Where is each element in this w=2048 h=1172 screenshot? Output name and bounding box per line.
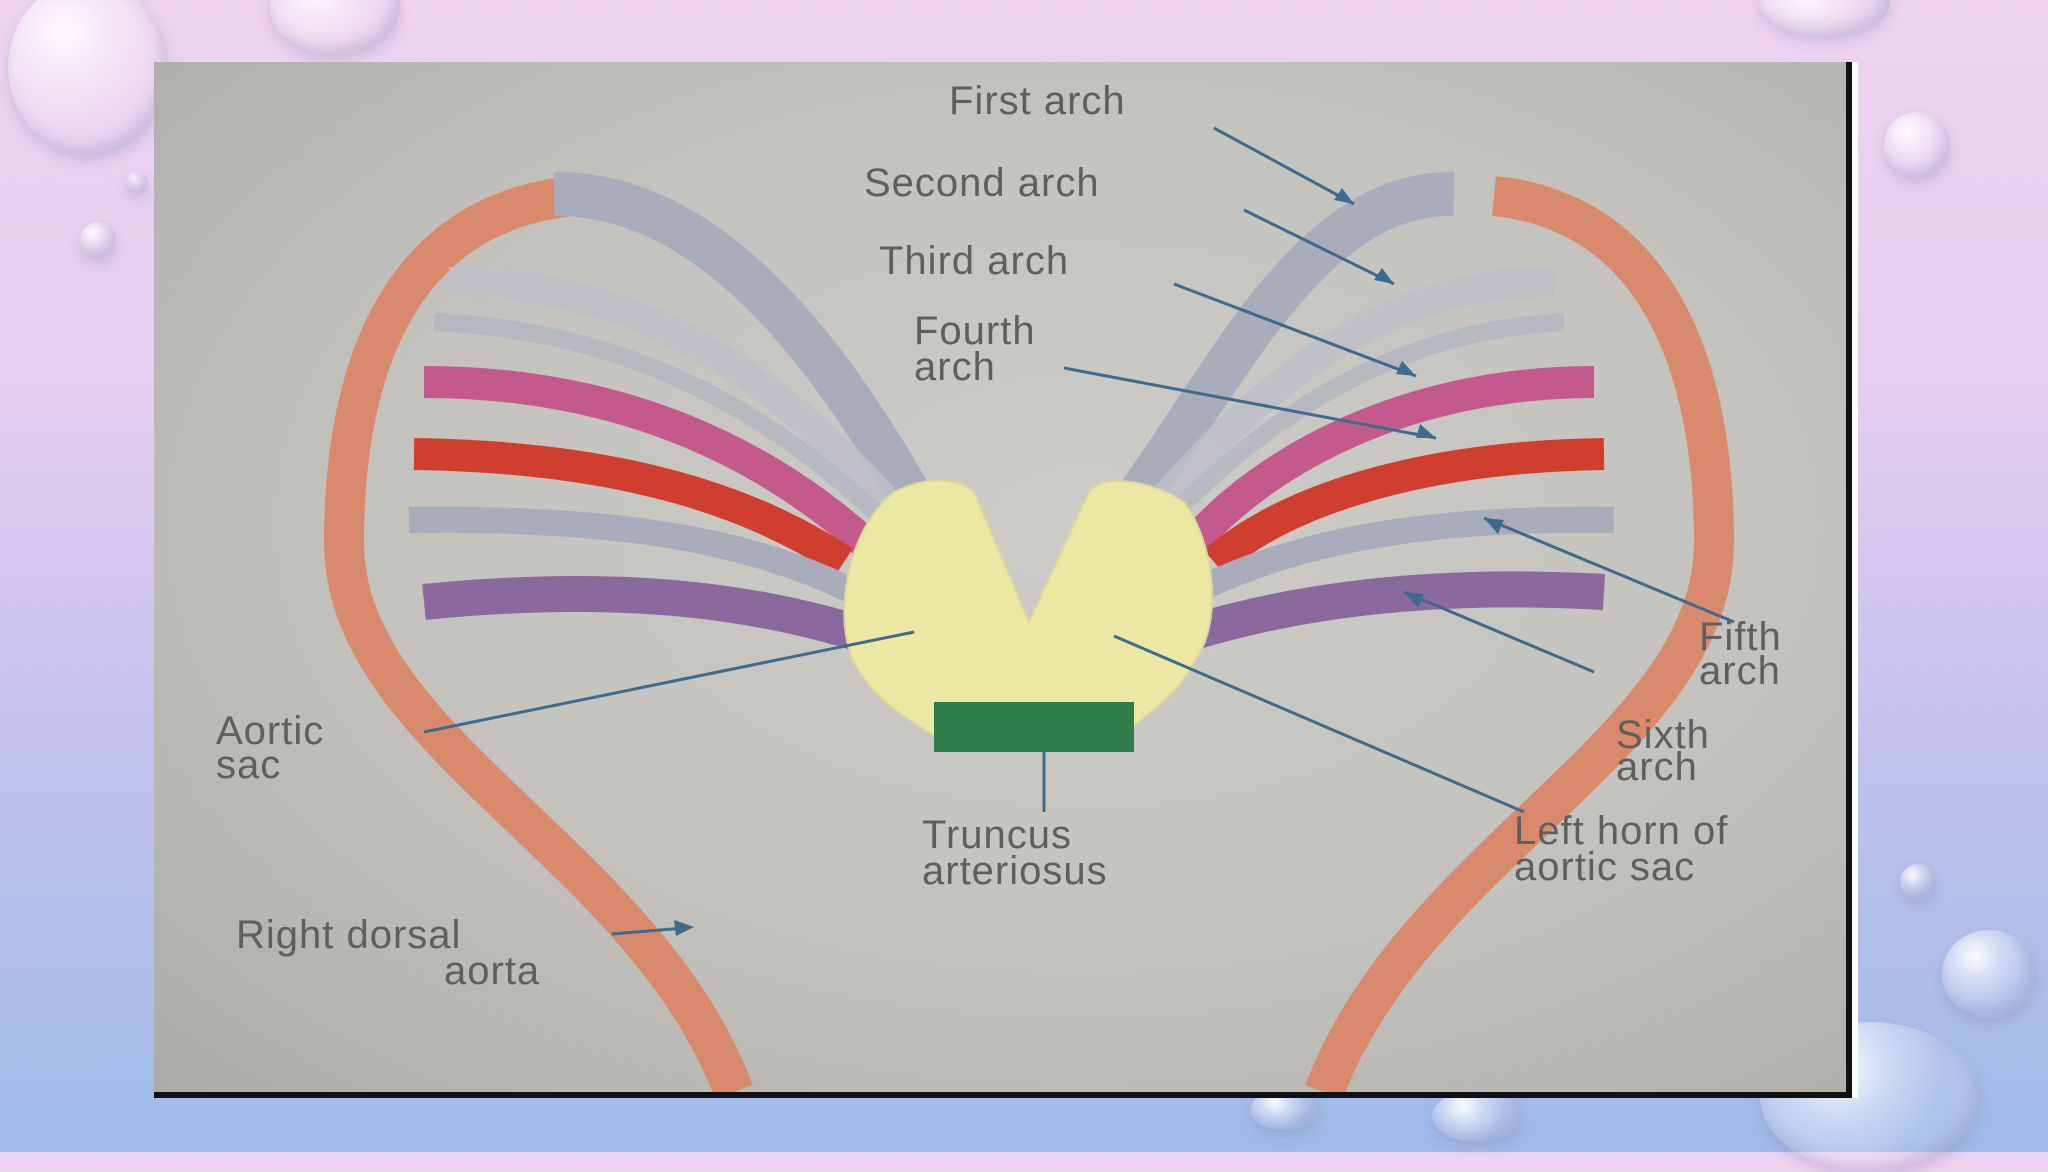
- diagram-svg: First arch Second arch Third arch Fourth…: [216, 79, 1782, 1092]
- sixth-arch-leader: [1403, 590, 1595, 674]
- truncus-arteriosus: [934, 702, 1134, 752]
- aortic-arches-diagram: First arch Second arch Third arch Fourth…: [154, 62, 1852, 1098]
- label-first-arch: First arch: [949, 79, 1126, 123]
- label-left-horn-line2: aortic sac: [1514, 845, 1695, 889]
- bubble-decoration: [8, 0, 168, 155]
- label-fifth-arch-line2: arch: [1699, 649, 1781, 693]
- first-arch-arrow: [1334, 188, 1354, 204]
- label-right-dorsal-line1: Right dorsal: [236, 913, 461, 957]
- left-third-arch: [1147, 313, 1565, 539]
- third-arch-leader: [1173, 282, 1417, 378]
- right-second-arch: [448, 267, 916, 532]
- bubble-decoration: [1884, 112, 1950, 178]
- left-sixth-arch: [1188, 571, 1605, 650]
- slide-image-frame: First arch Second arch Third arch Fourth…: [154, 62, 1858, 1098]
- label-second-arch: Second arch: [864, 161, 1100, 205]
- bubble-decoration: [80, 222, 116, 258]
- label-third-arch: Third arch: [879, 239, 1069, 283]
- right-fourth-arch-pink: [423, 366, 875, 554]
- right-fifth-arch: [408, 506, 860, 604]
- bubble-decoration: [1760, 0, 1890, 36]
- label-aortic-sac-line1: Aortic: [216, 709, 324, 753]
- label-right-dorsal-line2: aorta: [444, 949, 540, 993]
- sixth-arch-arrow: [1404, 592, 1424, 608]
- right-third-arch: [433, 313, 903, 539]
- bubble-decoration: [126, 172, 148, 194]
- left-horn-leader: [1113, 634, 1525, 814]
- label-sixth-arch-line2: arch: [1616, 745, 1698, 789]
- label-fifth-arch-line1: Fifth: [1699, 615, 1782, 659]
- right-sixth-arch: [422, 575, 860, 650]
- label-fourth-arch-line2: arch: [914, 345, 996, 389]
- left-fourth-arch-red: [1203, 438, 1605, 575]
- right-dorsal-arrow: [674, 920, 694, 936]
- label-truncus-line2: arteriosus: [922, 849, 1108, 893]
- left-first-arch: [1116, 171, 1455, 515]
- left-dorsal-aorta: [1305, 176, 1735, 1092]
- third-arch-arrow: [1396, 361, 1416, 376]
- right-dorsal-aorta: [323, 176, 753, 1092]
- left-fourth-arch-pink: [1181, 366, 1595, 553]
- right-first-arch: [553, 171, 934, 513]
- label-left-horn-line1: Left horn of: [1514, 809, 1728, 853]
- left-second-arch: [1132, 267, 1555, 532]
- first-arch-leader: [1213, 126, 1355, 206]
- second-arch-leader: [1243, 208, 1395, 286]
- label-sixth-arch-line1: Sixth: [1616, 713, 1710, 757]
- bubble-decoration: [1942, 930, 2036, 1018]
- aortic-sac: [843, 479, 1214, 743]
- right-fourth-arch-red: [413, 438, 853, 576]
- left-fifth-arch: [1188, 506, 1615, 604]
- bubble-decoration: [270, 0, 400, 55]
- fourth-arch-arrow: [1416, 424, 1436, 438]
- bubble-decoration: [1900, 864, 1936, 900]
- fifth-arch-leader: [1483, 516, 1735, 624]
- second-arch-arrow: [1374, 268, 1394, 284]
- right-dorsal-leader: [611, 926, 685, 936]
- fourth-arch-leader: [1063, 366, 1437, 440]
- label-truncus-line1: Truncus: [922, 813, 1072, 857]
- label-aortic-sac-line2: sac: [216, 743, 281, 787]
- aortic-sac-leader: [423, 630, 915, 734]
- bubble-decoration: [1432, 1090, 1522, 1142]
- label-fourth-arch-line1: Fourth: [914, 309, 1036, 353]
- fifth-arch-arrow: [1484, 518, 1504, 534]
